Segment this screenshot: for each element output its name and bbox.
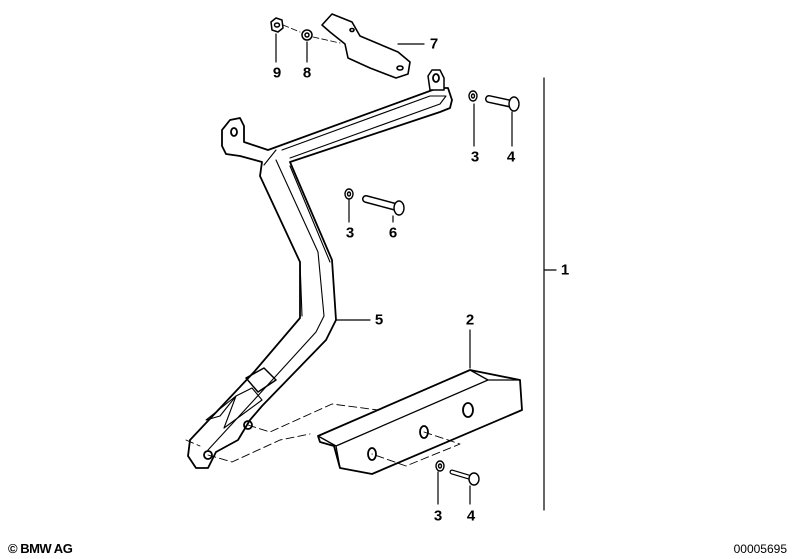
callout-8: 8: [302, 64, 312, 82]
part-9-nut: [270, 17, 284, 33]
callout-4-bottom: 4: [466, 507, 476, 525]
copyright-text: © BMW AG: [8, 541, 73, 556]
callout-4-top: 4: [506, 148, 516, 166]
callout-3-top: 3: [470, 148, 480, 166]
diagram-id: 00005695: [733, 542, 787, 556]
part-4-bolt-top: [485, 95, 520, 112]
part-4-bolt-bottom: [449, 469, 480, 486]
callout-lines: [275, 33, 557, 511]
part-3-washer-top: [468, 90, 478, 102]
part-8-washer: [301, 29, 313, 41]
callout-1: 1: [560, 261, 570, 279]
callout-2: 2: [465, 311, 475, 329]
assembly-line: [282, 24, 341, 44]
callout-9: 9: [272, 64, 282, 82]
assembly-lines: [185, 403, 461, 467]
callout-6: 6: [388, 224, 398, 242]
callout-3-bottom: 3: [433, 507, 443, 525]
part-3-washer-bottom: [435, 460, 445, 472]
callout-7: 7: [429, 35, 439, 53]
callout-3-middle: 3: [345, 224, 355, 242]
part-2-plate: [317, 369, 523, 475]
callout-5: 5: [374, 311, 384, 329]
part-6-bolt: [362, 195, 405, 216]
part-7-bracket: [321, 13, 411, 79]
part-5-frame: [187, 69, 453, 469]
part-3-washer-middle: [344, 188, 354, 200]
